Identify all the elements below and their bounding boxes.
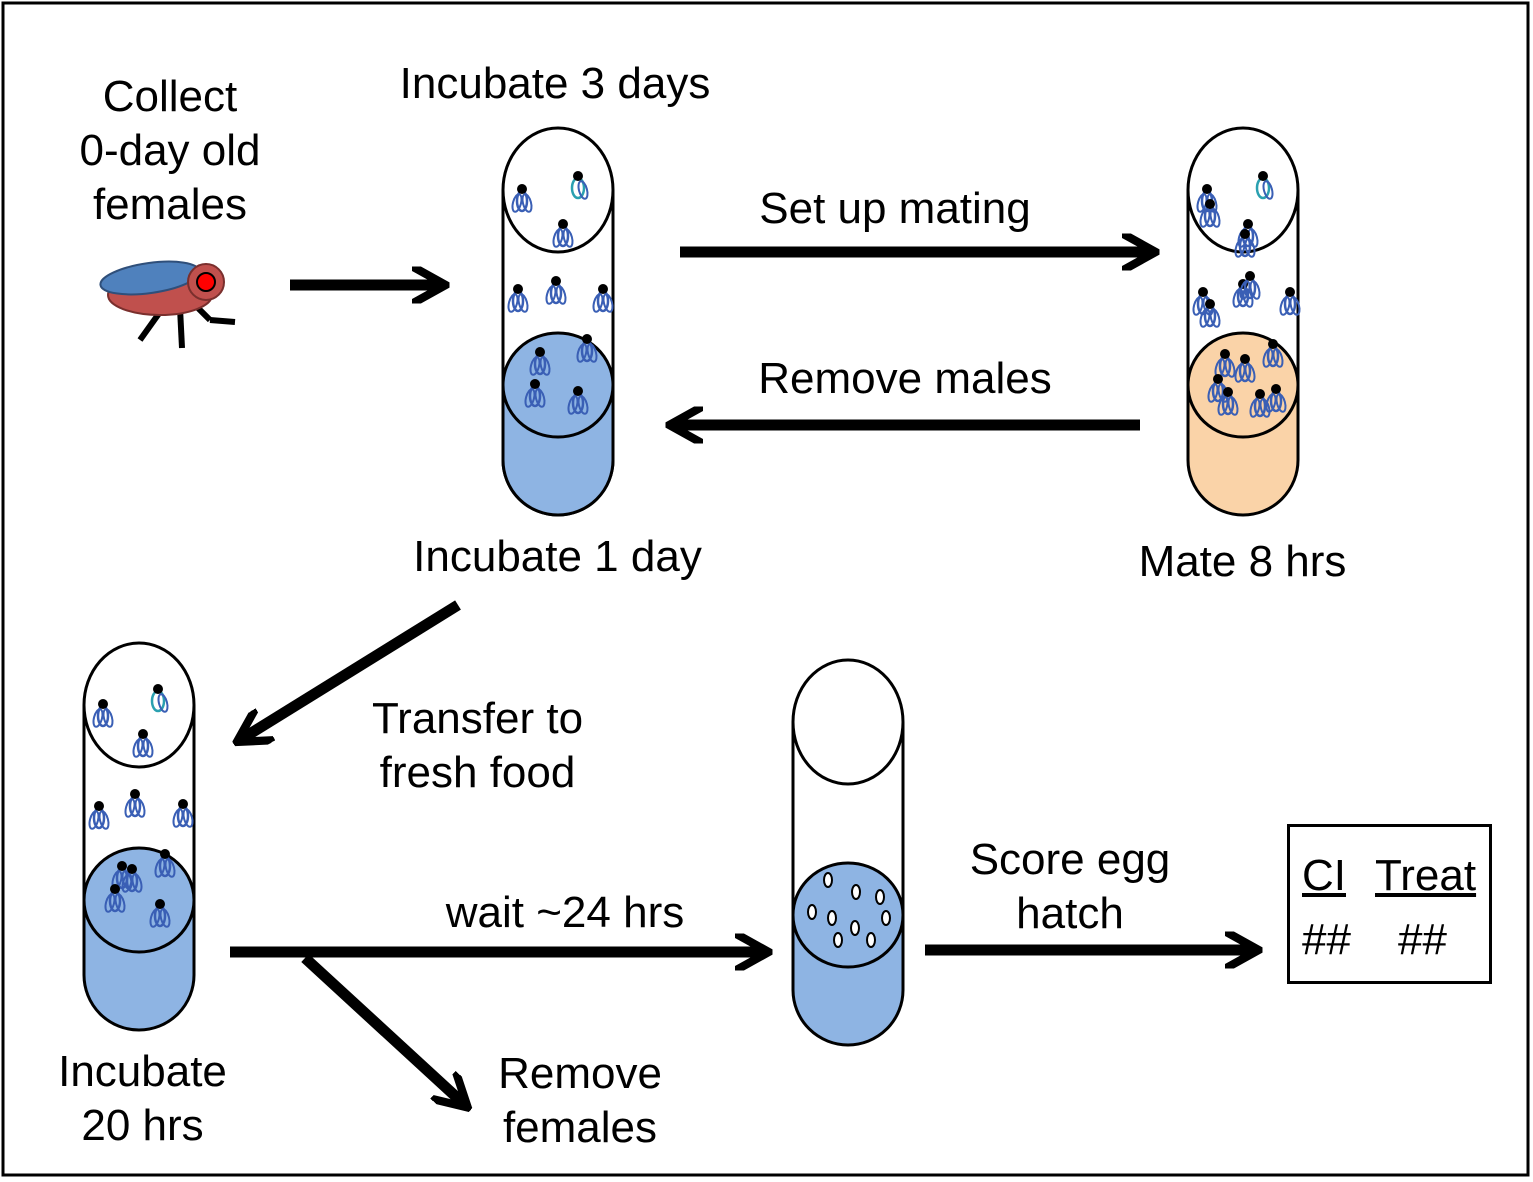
remove-males-label: Remove males bbox=[730, 352, 1080, 406]
arrow-transfer bbox=[240, 600, 461, 740]
remove-females-line-2: females bbox=[502, 1103, 658, 1152]
table-header-treat: Treat bbox=[1375, 851, 1477, 900]
transfer-label: Transfer to fresh food bbox=[340, 692, 615, 800]
table-value-ci: ## bbox=[1302, 915, 1351, 964]
vial-eggs bbox=[791, 658, 905, 1047]
incubate-1-day-label: Incubate 1 day bbox=[390, 530, 725, 584]
vial-transfer bbox=[82, 641, 196, 1032]
transfer-line-2: fresh food bbox=[379, 748, 576, 797]
set-up-mating-label: Set up mating bbox=[730, 182, 1060, 236]
wait-24-hrs-text: wait ~24 hrs bbox=[445, 888, 685, 937]
remove-males-text: Remove males bbox=[758, 354, 1052, 403]
incubate-20-line-2: 20 hrs bbox=[81, 1101, 204, 1150]
collect-line-3: females bbox=[92, 180, 248, 229]
score-line-1: Score egg bbox=[969, 835, 1171, 884]
collect-label: Collect 0-day old females bbox=[60, 70, 280, 232]
mate-8-hrs-label: Mate 8 hrs bbox=[1110, 535, 1375, 589]
collect-line-2: 0-day old bbox=[79, 126, 261, 175]
incubate-20-line-1: Incubate bbox=[58, 1047, 227, 1096]
eggs bbox=[807, 872, 891, 948]
fly-icon bbox=[99, 260, 236, 349]
table-header-ci: CI bbox=[1302, 851, 1346, 900]
transfer-line-1: Transfer to bbox=[371, 694, 584, 743]
arrow-remove-females bbox=[301, 953, 465, 1105]
incubate-3-days-label: Incubate 3 days bbox=[380, 57, 730, 111]
mate-8-hrs-text: Mate 8 hrs bbox=[1138, 537, 1347, 586]
collect-line-1: Collect bbox=[102, 72, 238, 121]
table-value-treat: ## bbox=[1398, 915, 1447, 964]
score-egg-hatch-label: Score egg hatch bbox=[950, 833, 1190, 941]
wait-24-hrs-label: wait ~24 hrs bbox=[420, 886, 710, 940]
result-table: CI Treat ## ## bbox=[1287, 824, 1492, 984]
remove-females-label: Remove females bbox=[470, 1047, 690, 1155]
incubate-3-days-text: Incubate 3 days bbox=[399, 59, 711, 108]
vial-mating bbox=[1186, 126, 1303, 517]
remove-females-line-1: Remove bbox=[498, 1049, 662, 1098]
set-up-mating-text: Set up mating bbox=[759, 184, 1031, 233]
incubate-1-day-text: Incubate 1 day bbox=[413, 532, 702, 581]
vial-incubate bbox=[501, 126, 616, 517]
incubate-20-hrs-label: Incubate 20 hrs bbox=[40, 1045, 245, 1153]
score-line-2: hatch bbox=[1016, 889, 1124, 938]
